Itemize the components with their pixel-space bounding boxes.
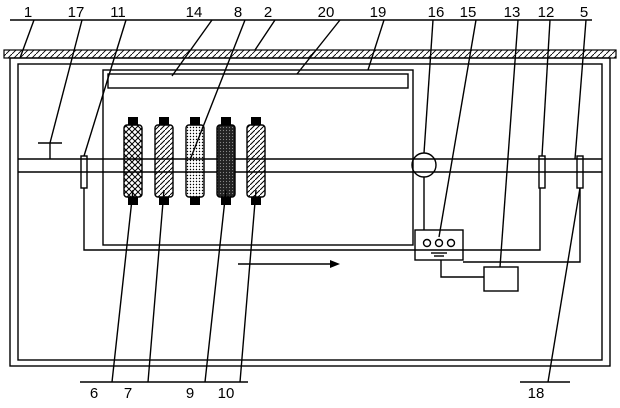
label-13: 13 bbox=[504, 4, 521, 21]
label-18: 18 bbox=[528, 385, 545, 402]
label-17: 17 bbox=[68, 4, 85, 21]
pump-16 bbox=[411, 152, 437, 178]
label-15: 15 bbox=[460, 4, 477, 21]
label-19: 19 bbox=[370, 4, 387, 21]
cartridge-9 bbox=[216, 117, 236, 205]
label-14: 14 bbox=[186, 4, 203, 21]
label-16: 16 bbox=[428, 4, 445, 21]
label-10: 10 bbox=[218, 385, 235, 402]
label-5: 5 bbox=[580, 4, 588, 21]
controller-knob-2 bbox=[434, 238, 444, 248]
label-8: 8 bbox=[234, 4, 242, 21]
label-2: 2 bbox=[264, 4, 272, 21]
label-6: 6 bbox=[90, 385, 98, 402]
flow-arrow-head bbox=[330, 260, 340, 268]
wire-controller-box13 bbox=[440, 260, 484, 278]
wire-sensor18-controller bbox=[463, 188, 581, 263]
cartridge-6 bbox=[123, 117, 143, 205]
controller-knob-1 bbox=[422, 238, 432, 248]
top-leader-lines bbox=[19, 19, 587, 268]
cartridge-8 bbox=[185, 117, 205, 205]
label-7: 7 bbox=[124, 385, 132, 402]
wire-loop bbox=[83, 188, 541, 251]
box-13 bbox=[483, 266, 519, 292]
label-12: 12 bbox=[538, 4, 555, 21]
label-9: 9 bbox=[186, 385, 194, 402]
label-1: 1 bbox=[24, 4, 32, 21]
bottom-leader-lines bbox=[111, 187, 581, 383]
controller-15 bbox=[414, 229, 464, 261]
cartridge-7 bbox=[154, 117, 174, 205]
central-chamber bbox=[102, 69, 414, 246]
inner-frame bbox=[17, 63, 603, 361]
controller-knob-3 bbox=[446, 238, 456, 248]
label-11: 11 bbox=[110, 4, 126, 21]
top-bar bbox=[107, 73, 409, 89]
label-20: 20 bbox=[318, 4, 335, 21]
